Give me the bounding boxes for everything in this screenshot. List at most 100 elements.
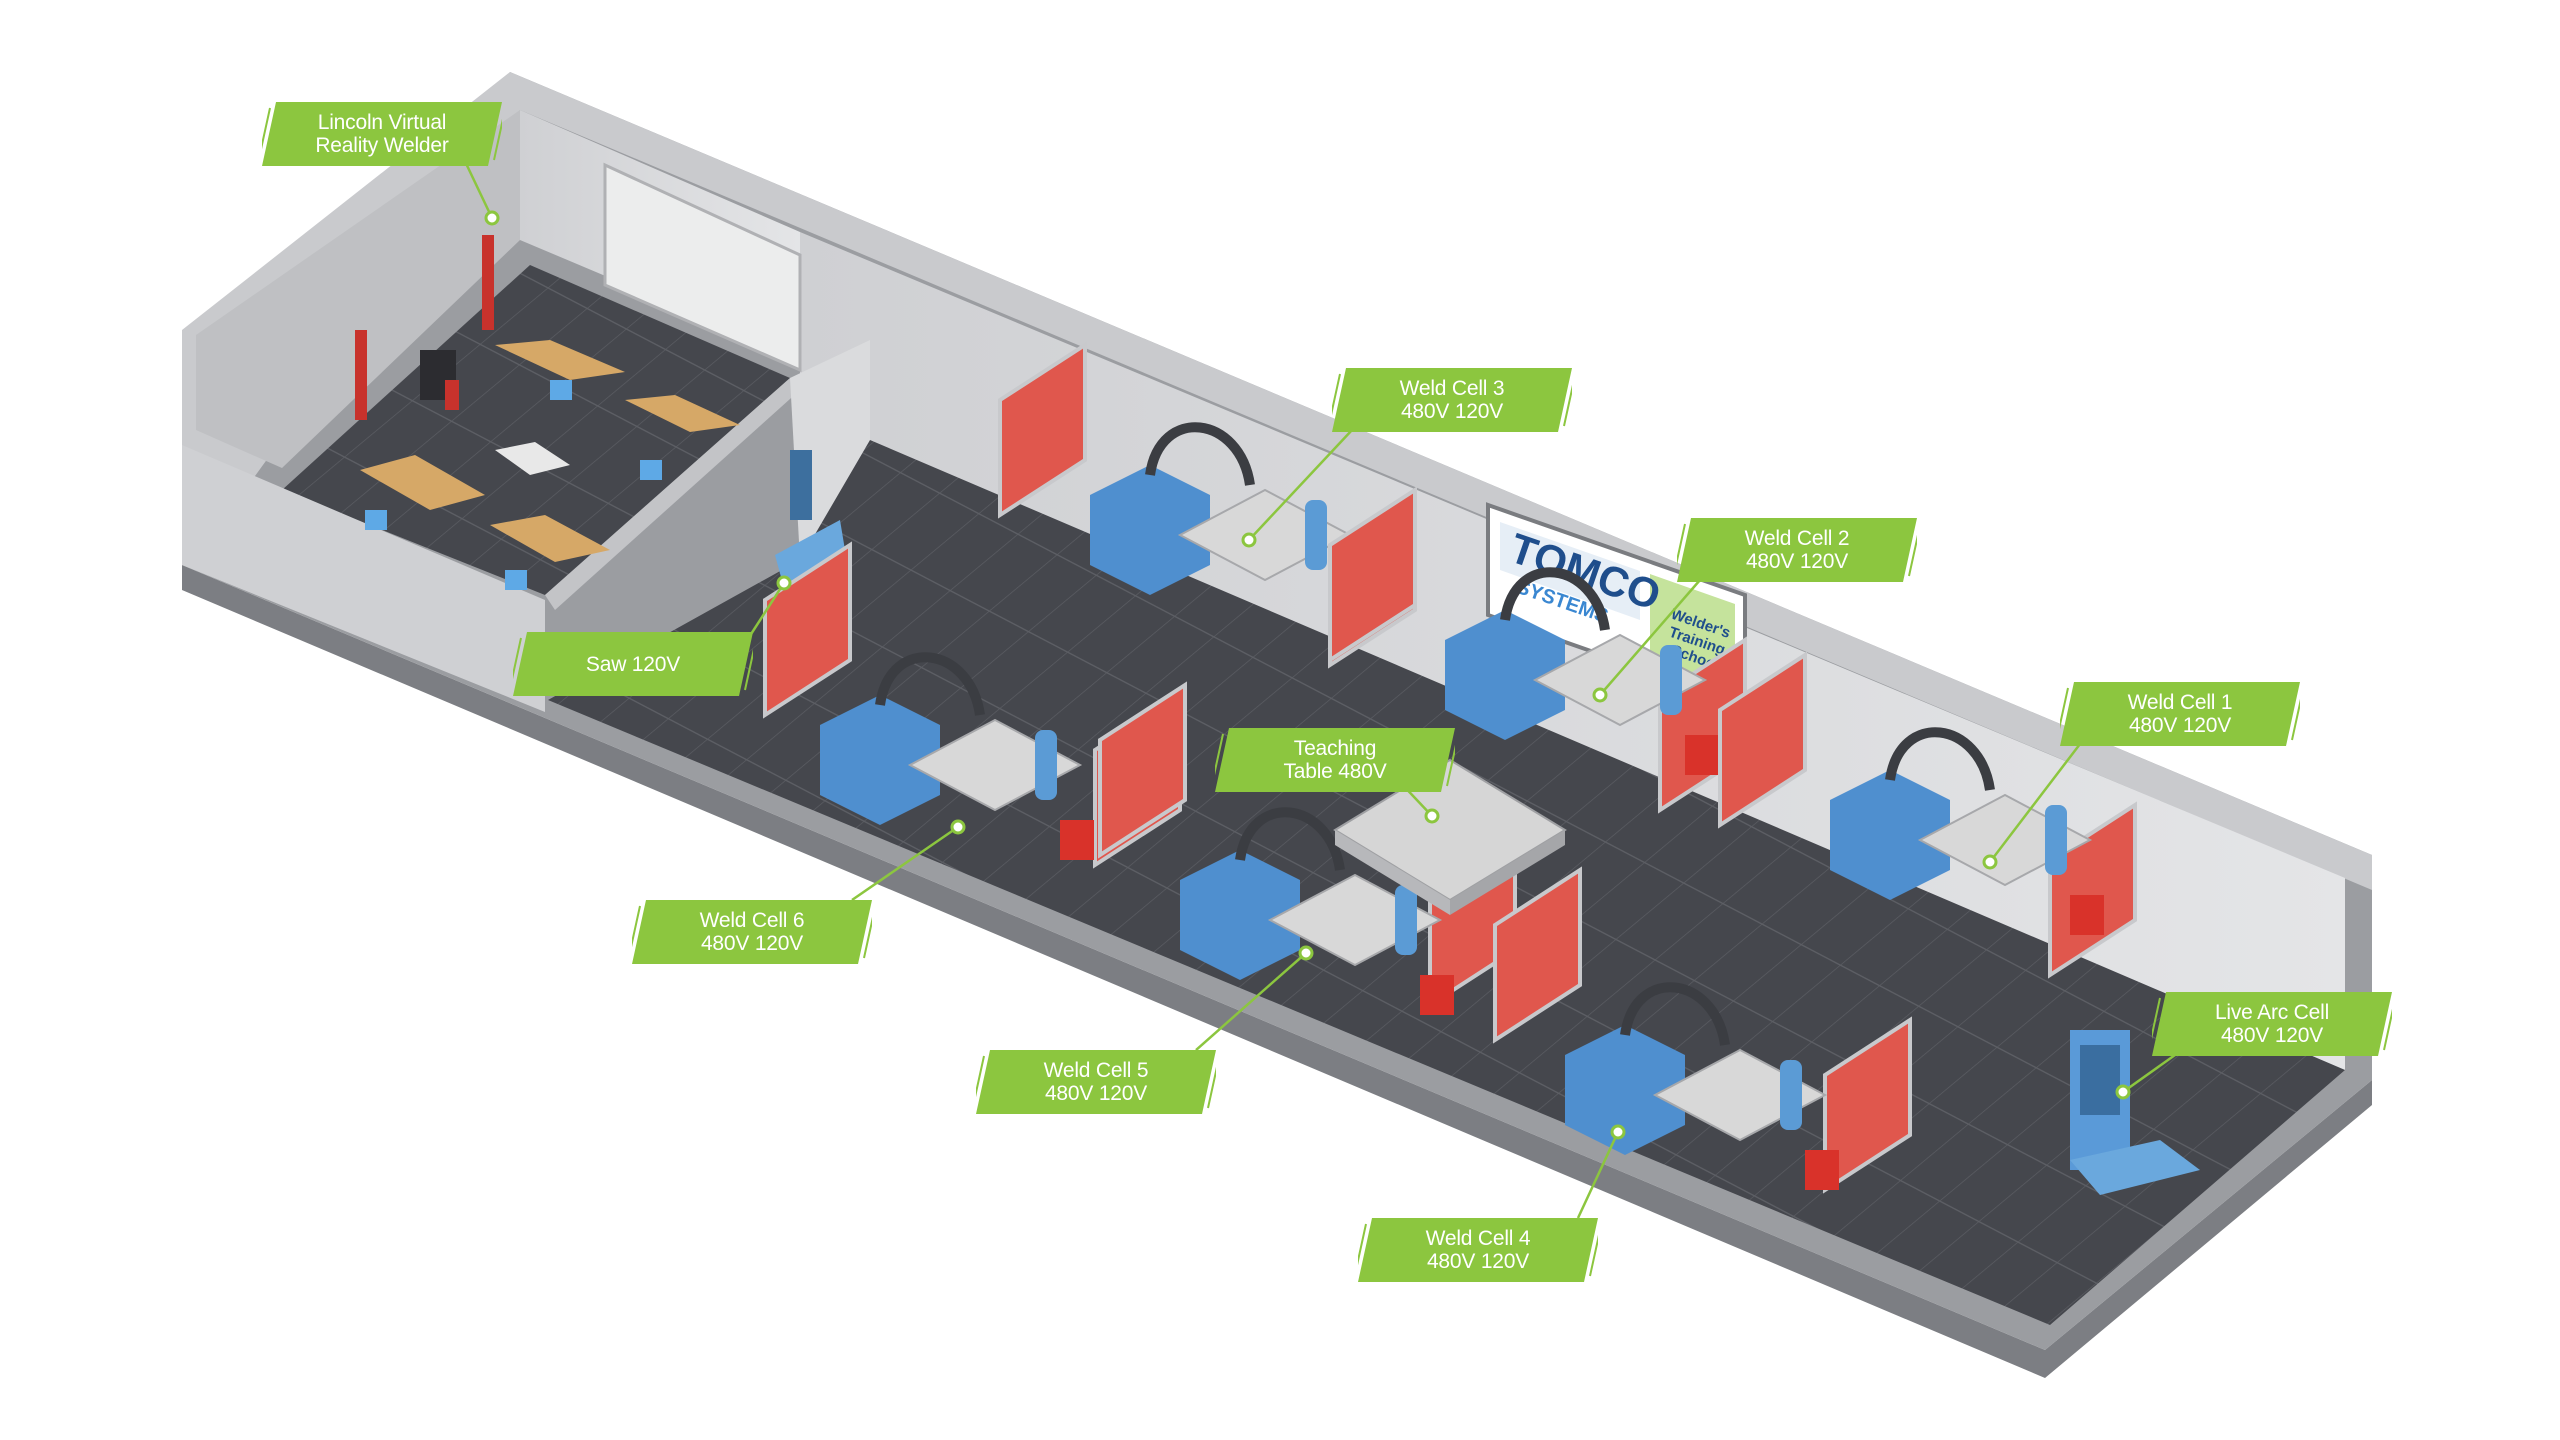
fume-extractor	[1180, 850, 1300, 980]
anchor-dot-weld-cell-4	[1610, 1124, 1626, 1140]
extractor-arm	[1145, 422, 1255, 486]
welding-machine	[1420, 975, 1454, 1015]
anchor-dot-teaching-table	[1424, 808, 1440, 824]
welder-worker	[1780, 1060, 1802, 1130]
anchor-dot-saw	[776, 575, 792, 591]
anchor-dot-weld-cell-2	[1592, 687, 1608, 703]
callout-line2: Table 480V	[1283, 760, 1387, 783]
callout-badge-shape	[1332, 368, 1572, 432]
leader-line-weld-cell-2	[1599, 579, 1701, 696]
extractor-arm	[875, 652, 985, 716]
callout-line1: Weld Cell 2	[1744, 527, 1850, 550]
red-welding-screen	[1328, 486, 1417, 664]
red-welding-screen	[1098, 681, 1187, 859]
callout-line2: 480V 120V	[2220, 1024, 2324, 1047]
welder-worker	[1035, 730, 1057, 800]
callout-line2: 480V 120V	[2128, 714, 2232, 737]
anchor-dot-weld-cell-5	[1298, 945, 1314, 961]
welding-machine	[2070, 895, 2104, 935]
callout-line2: 480V 120V	[1426, 1250, 1530, 1273]
red-welding-screen	[998, 341, 1087, 519]
callout-badge-shape	[1215, 728, 1455, 792]
callout-text: Saw 120V	[513, 632, 753, 696]
leader-line-weld-cell-4	[1576, 1131, 1620, 1219]
callout-badge-shape	[2060, 682, 2300, 746]
callout-line1: Live Arc Cell	[2214, 1001, 2330, 1024]
callout-line2: 480V 120V	[1044, 1082, 1148, 1105]
anchor-dot-live-arc-cell	[2115, 1084, 2131, 1100]
callout-line1: Teaching	[1293, 737, 1377, 760]
extractor-arm	[1235, 807, 1345, 871]
callout-line1: Weld Cell 3	[1399, 377, 1505, 400]
callout-line2: 480V 120V	[700, 932, 804, 955]
anchor-dot-weld-cell-3	[1241, 532, 1257, 548]
callout-line1: Lincoln Virtual	[317, 111, 447, 134]
welding-machine	[1805, 1150, 1839, 1190]
fume-extractor	[1445, 610, 1565, 740]
callout-line1: Saw 120V	[585, 652, 681, 676]
welder-worker	[1305, 500, 1327, 570]
callout-line1: Weld Cell 4	[1425, 1227, 1531, 1250]
welding-machine	[1685, 735, 1719, 775]
fume-extractor	[1090, 465, 1210, 595]
welder-worker	[1395, 885, 1417, 955]
fume-extractor	[1565, 1025, 1685, 1155]
callout-line2: 480V 120V	[1745, 550, 1849, 573]
welder-worker	[1660, 645, 1682, 715]
weld-cell-visual	[1718, 651, 2137, 979]
callout-badge-shape	[1358, 1218, 1598, 1282]
weld-cell-visual	[1328, 486, 1747, 814]
fume-extractor	[820, 695, 940, 825]
classroom-desks	[355, 235, 740, 590]
anchor-dot-weld-cell-6	[950, 819, 966, 835]
callout-line2: 480V 120V	[1400, 400, 1504, 423]
leader-line-weld-cell-1	[1989, 743, 2081, 863]
callout-badge-shape	[1677, 518, 1917, 582]
anchor-dot-vr-welder	[484, 210, 500, 226]
leader-lines	[450, 133, 2176, 1219]
leader-line-weld-cell-3	[1248, 429, 1353, 541]
extractor-arm	[1500, 567, 1610, 631]
anchor-dot-weld-cell-1	[1982, 854, 1998, 870]
callout-badge-shape	[2152, 992, 2392, 1056]
callout-badge-shape	[513, 632, 753, 696]
weld-cells	[763, 341, 2137, 1194]
red-welding-screen	[1718, 651, 1807, 829]
live-arc-cell	[2070, 1030, 2200, 1195]
welding-machine	[1060, 820, 1094, 860]
leader-line-weld-cell-6	[851, 825, 959, 902]
callout-badge-shape	[262, 102, 502, 166]
weld-cell-visual	[1493, 866, 1912, 1194]
callout-line2: Reality Welder	[315, 134, 449, 157]
leader-line-live-arc-cell	[2122, 1053, 2176, 1094]
fume-extractor	[1830, 770, 1950, 900]
callout-line1: Weld Cell 1	[2127, 691, 2233, 714]
callout-line1: Weld Cell 5	[1043, 1059, 1149, 1082]
leader-line-weld-cell-5	[1195, 952, 1307, 1051]
callout-line1: Weld Cell 6	[699, 909, 805, 932]
extractor-arm	[1885, 727, 1995, 791]
callout-badge-shape	[976, 1050, 1216, 1114]
welder-worker	[2045, 805, 2067, 875]
extractor-arm	[1620, 982, 1730, 1046]
callout-saw: Saw 120V	[513, 632, 753, 696]
